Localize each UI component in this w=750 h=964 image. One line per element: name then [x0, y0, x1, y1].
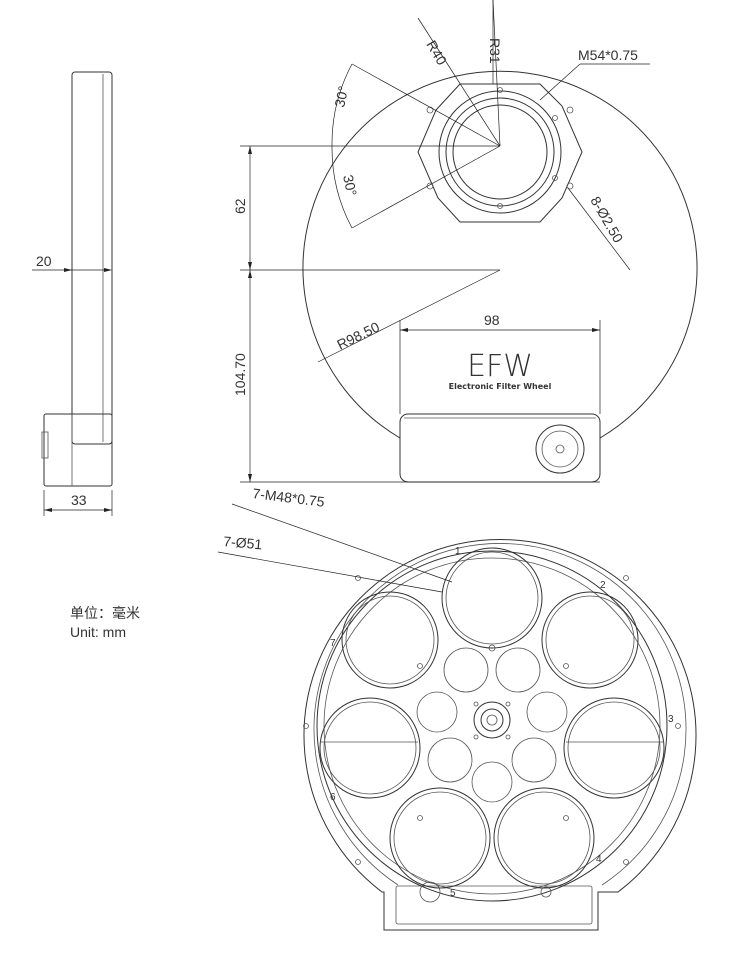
angle-bottom-label: 30° — [340, 173, 360, 197]
angle-top-label: 30° — [331, 85, 351, 109]
filter-slot-inner — [567, 701, 661, 795]
filter-slot-inner — [497, 791, 591, 885]
thickness-dimension: 20 — [36, 253, 52, 269]
filter-slot — [493, 787, 595, 889]
units-line-en: Unit: mm — [70, 624, 126, 640]
hole-pattern-label: 8-Ø2.50 — [587, 194, 626, 246]
filter-diameter-label: 7-Ø51 — [223, 533, 263, 552]
width-case-label: 98 — [484, 312, 500, 328]
slot-number-label: 2 — [600, 580, 606, 591]
filter-slot-inner — [545, 595, 635, 685]
units-line-cn: 单位：毫米 — [70, 605, 140, 621]
filter-slot-inner — [323, 701, 417, 795]
filter-slot — [319, 697, 421, 799]
thread-leader — [231, 503, 453, 583]
filter-thread-label: 7-M48*0.75 — [252, 485, 326, 510]
front-view — [240, 0, 698, 483]
filter-slot-inner — [345, 595, 435, 685]
height-upper-label: 62 — [232, 198, 248, 214]
filter-slot — [341, 591, 439, 689]
r31-label: R31 — [487, 38, 503, 64]
slot-number-label: 4 — [596, 854, 602, 865]
filter-slot-inner — [445, 551, 539, 645]
filter-slot — [441, 547, 543, 649]
depth-dimension: 33 — [71, 492, 87, 508]
efw-subtitle: Electronic Filter Wheel — [449, 382, 552, 391]
slot-number-label: 6 — [330, 792, 336, 803]
thread-top-label: M54*0.75 — [578, 47, 638, 63]
radius-body-label: R98.50 — [334, 318, 382, 352]
filter-slot — [541, 591, 639, 689]
r40-label: R40 — [423, 38, 450, 68]
slot-number-label: 7 — [330, 638, 336, 649]
diameter-leader — [217, 551, 443, 593]
units-note: 单位：毫米 Unit: mm — [70, 604, 140, 642]
slot-number-label: 3 — [668, 714, 674, 725]
side-view — [32, 71, 113, 516]
efw-logo: EFW — [467, 349, 533, 384]
filter-slot — [389, 787, 491, 889]
filter-slot — [563, 697, 665, 799]
height-lower-label: 104.70 — [232, 353, 248, 396]
filter-slot-inner — [393, 791, 487, 885]
back-view — [303, 539, 697, 931]
filter-slots: 1 2 3 4 5 6 7 — [319, 546, 674, 899]
slot-number-label: 5 — [450, 888, 456, 899]
slot-number-label: 1 — [455, 546, 461, 557]
